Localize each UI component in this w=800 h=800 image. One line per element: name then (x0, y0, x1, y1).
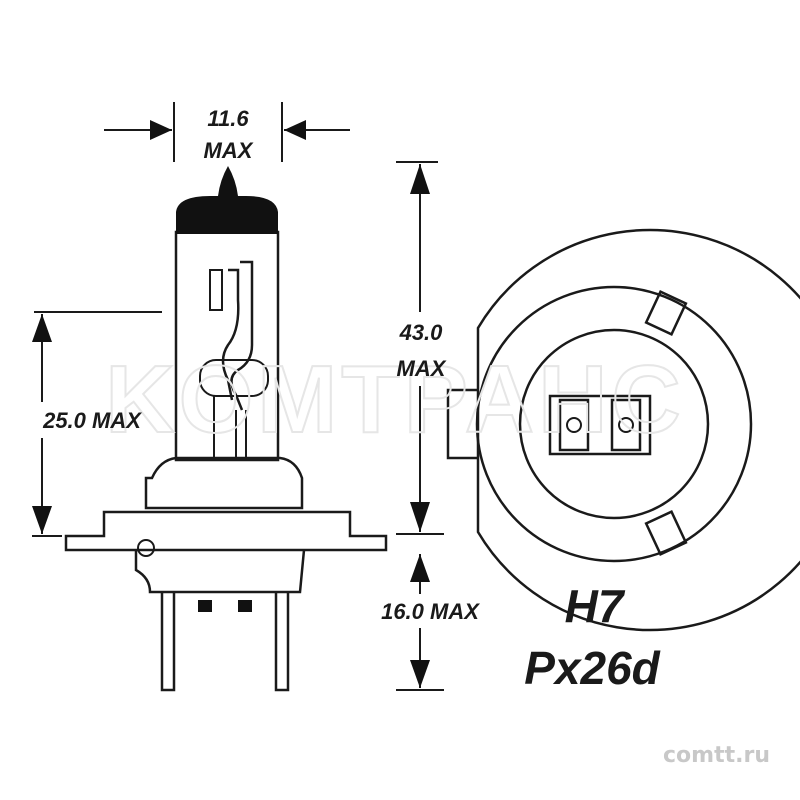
flange-notch (137, 539, 155, 557)
bulb-front-view (446, 228, 800, 632)
dimension-base-height (364, 554, 496, 691)
watermark-text: KOMTPAHC (105, 346, 685, 453)
dimension-width (104, 102, 350, 162)
bulb-cap (176, 166, 278, 234)
front-core (518, 328, 710, 520)
terminal-block (548, 394, 652, 456)
bulb-neck (144, 456, 304, 510)
bulb-base (134, 549, 306, 594)
width-suffix-label: MAX (204, 138, 254, 163)
dimension-total-height (384, 161, 458, 535)
front-tab-bottom (644, 510, 688, 556)
terminal-hole-left (566, 417, 582, 433)
light-center-height-label: 25.0 MAX (42, 408, 142, 433)
terminal-left (558, 398, 590, 452)
bulb-pins (160, 592, 290, 692)
front-key (446, 388, 478, 460)
dimension-light-center (20, 311, 164, 537)
front-outer-ring (476, 228, 800, 632)
site-watermark: comtt.ru (663, 743, 770, 768)
front-tab-top (644, 290, 688, 336)
total-height-suffix-label: MAX (397, 356, 447, 381)
total-height-value-label: 43.0 (399, 320, 444, 345)
front-inner-ring (475, 285, 753, 563)
terminal-hole-right (618, 417, 634, 433)
width-value-label: 11.6 (207, 106, 249, 131)
base-height-label: 16.0 MAX (381, 599, 480, 624)
bulb-flange (64, 510, 388, 552)
filament (199, 260, 269, 458)
bulb-side-view (64, 166, 388, 692)
bulb-base-label: Px26d (524, 642, 660, 694)
terminal-right (610, 398, 642, 452)
bulb-type-label: H7 (565, 580, 626, 632)
